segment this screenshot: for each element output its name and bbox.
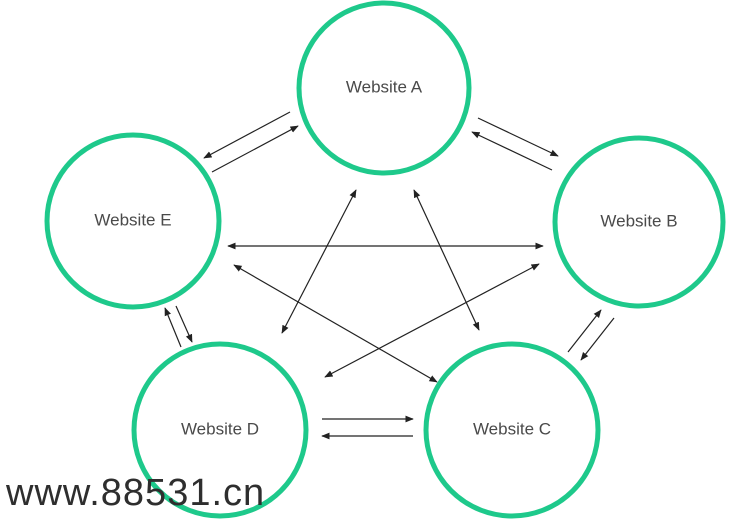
edge-b-to-c	[580, 317, 615, 361]
edge-e-to-a	[211, 125, 299, 173]
edge-e-to-d	[175, 305, 193, 343]
watermark: www.88531.cn	[6, 472, 266, 514]
edge-a-to-e	[203, 111, 291, 159]
node-label-e: Website E	[94, 210, 171, 229]
edge-a-d	[281, 189, 357, 334]
edges	[164, 111, 615, 440]
edge-b-to-a	[471, 131, 553, 171]
node-website-b: Website B	[552, 135, 726, 309]
node-label-c: Website C	[473, 419, 551, 438]
edge-d-to-e	[164, 307, 182, 348]
node-website-c: Website C	[423, 341, 601, 519]
node-website-d: Website D	[131, 341, 309, 519]
node-label-b: Website B	[600, 211, 677, 230]
edge-c-to-b	[567, 309, 602, 353]
node-label-d: Website D	[181, 419, 259, 438]
node-website-a: Website A	[296, 0, 472, 176]
node-website-e: Website E	[44, 132, 222, 310]
edge-a-to-b	[477, 117, 559, 157]
node-label-a: Website A	[346, 77, 423, 96]
edge-a-c	[413, 189, 480, 331]
